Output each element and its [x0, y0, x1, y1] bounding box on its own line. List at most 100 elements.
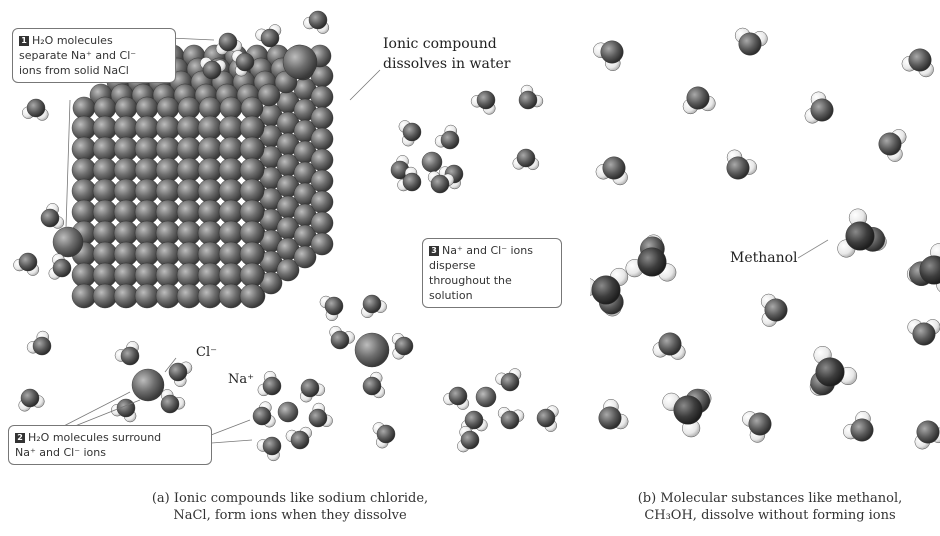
oxygen-atom	[236, 53, 254, 71]
ion	[177, 116, 201, 140]
ion	[114, 200, 138, 224]
oxygen-atom	[603, 157, 626, 180]
ion	[240, 200, 264, 224]
ion	[135, 284, 159, 308]
ion	[73, 97, 95, 119]
nacl-crystal-lattice	[53, 45, 496, 422]
ion	[219, 116, 243, 140]
ion	[177, 263, 201, 287]
ion	[93, 263, 117, 287]
callout-2-line-2: Na⁺ and Cl⁻ ions	[15, 445, 205, 460]
ion	[157, 97, 179, 119]
ion	[135, 179, 159, 203]
oxygen-atom	[19, 253, 37, 271]
ion	[240, 242, 264, 266]
caption-b-line-2: CH₃OH, dissolve without forming ions	[600, 507, 940, 524]
ion	[219, 137, 243, 161]
sodium-ion-label: Na⁺	[228, 372, 254, 387]
ionic-label-line-2: dissolves in water	[383, 54, 510, 74]
oxygen-atom	[811, 99, 834, 122]
oxygen-atom	[403, 123, 421, 141]
ion	[219, 242, 243, 266]
ion	[240, 284, 264, 308]
oxygen-atom	[41, 209, 59, 227]
ion	[156, 242, 180, 266]
ion	[241, 97, 263, 119]
callout-1-line-3: ions from solid NaCl	[19, 63, 169, 78]
leader-line	[66, 100, 70, 228]
ion	[136, 97, 158, 119]
molecules	[590, 28, 940, 449]
oxygen-atom	[765, 299, 788, 322]
ion	[240, 116, 264, 140]
ion	[72, 158, 96, 182]
carbon-atom	[846, 222, 875, 251]
ion	[355, 333, 389, 367]
ion	[198, 137, 222, 161]
oxygen-atom	[33, 337, 51, 355]
ion	[114, 221, 138, 245]
ion	[177, 200, 201, 224]
oxygen-atom	[263, 377, 281, 395]
ion	[135, 158, 159, 182]
chloride-ion	[132, 369, 164, 401]
ion	[135, 242, 159, 266]
oxygen-atom	[909, 49, 932, 72]
oxygen-atom	[301, 379, 319, 397]
ion	[72, 179, 96, 203]
ion	[177, 158, 201, 182]
oxygen-atom	[659, 333, 682, 356]
oxygen-atom	[449, 387, 467, 405]
ionic-label-line-1: Ionic compound	[383, 34, 510, 54]
ion	[177, 242, 201, 266]
oxygen-atom	[203, 61, 221, 79]
oxygen-atom	[363, 377, 381, 395]
ion	[240, 158, 264, 182]
ion	[156, 158, 180, 182]
ion	[93, 158, 117, 182]
ion	[198, 200, 222, 224]
ion	[311, 149, 333, 171]
oxygen-atom	[21, 389, 39, 407]
ion	[198, 158, 222, 182]
oxygen-atom	[739, 33, 762, 56]
ion	[219, 200, 243, 224]
panel-molecular-dissolution: Methanol (b) Molecular substances like m…	[590, 0, 940, 536]
ion	[135, 116, 159, 140]
oxygen-atom	[517, 149, 535, 167]
ion	[135, 200, 159, 224]
ion	[156, 179, 180, 203]
oxygen-atom	[501, 411, 519, 429]
oxygen-atom	[219, 33, 237, 51]
methanol-leader-line	[798, 240, 828, 258]
oxygen-atom	[395, 337, 413, 355]
oxygen-atom	[913, 323, 936, 346]
ion	[311, 107, 333, 129]
ion	[219, 158, 243, 182]
ion	[219, 179, 243, 203]
ion	[476, 387, 496, 407]
oxygen-atom	[253, 407, 271, 425]
oxygen-atom	[169, 363, 187, 381]
callout-step-1: 1H₂O molecules separate Na⁺ and Cl⁻ ions…	[12, 28, 176, 83]
step-3-badge: 3	[429, 246, 439, 256]
oxygen-atom	[403, 173, 421, 191]
oxygen-atom	[291, 431, 309, 449]
oxygen-atom	[441, 131, 459, 149]
leader-line	[170, 38, 214, 40]
oxygen-atom	[121, 347, 139, 365]
ion	[93, 179, 117, 203]
oxygen-atom	[331, 331, 349, 349]
ion	[311, 191, 333, 213]
ionic-compound-label: Ionic compound dissolves in water	[383, 34, 510, 74]
callout-1-line-1: H₂O molecules	[32, 34, 113, 47]
ion	[311, 212, 333, 234]
callout-3-line-2: disperse	[429, 258, 555, 273]
oxygen-atom	[309, 11, 327, 29]
callout-1-line-2: separate Na⁺ and Cl⁻	[19, 48, 169, 63]
oxygen-atom	[501, 373, 519, 391]
ion	[311, 170, 333, 192]
ion	[114, 158, 138, 182]
oxygen-atom	[53, 259, 71, 277]
